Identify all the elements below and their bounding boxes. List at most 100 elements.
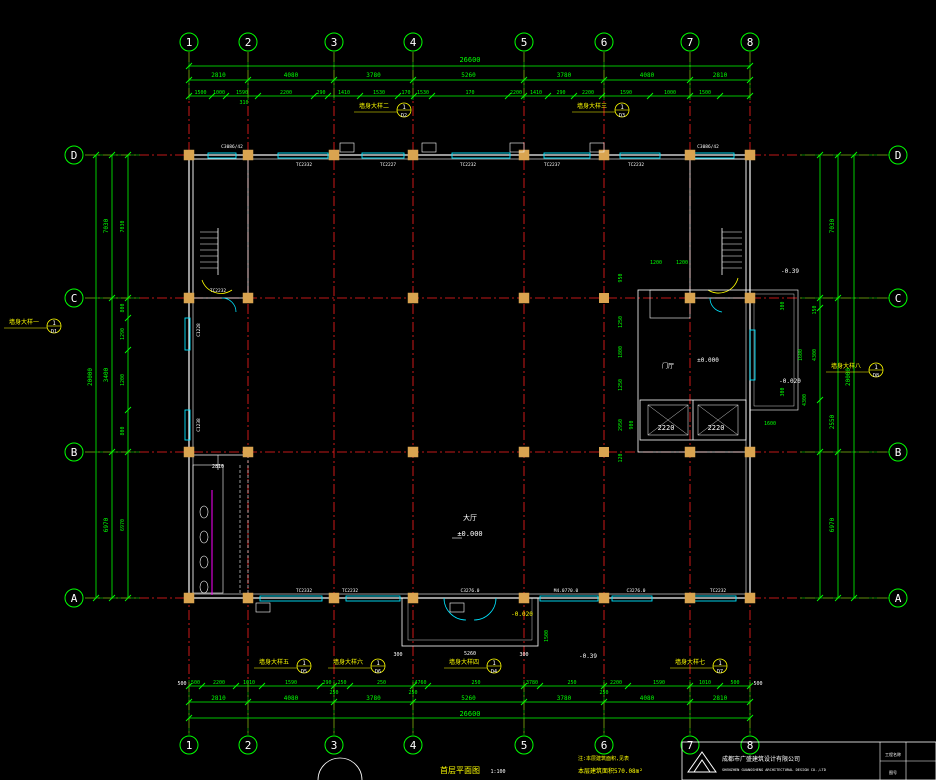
axis-bubble-top-label: 4 [410,36,417,49]
axis-bubble-bottom-circle [403,735,423,755]
column [183,446,195,458]
window [184,317,191,351]
window-code: C3276.0 [627,588,646,594]
dim-tick [254,92,262,100]
dim-text-detail: 4760 [414,680,426,686]
dim-text-detail: 7030 [120,220,126,232]
elevator-car [697,404,739,436]
dim-tick [208,92,216,100]
window-code: TC2332 [296,162,313,168]
axis-bubble-right-circle [888,145,908,165]
dim-text-detail: 250 [471,680,480,686]
dim-tick [544,92,552,100]
section-callout-sheet: D3 [619,113,625,119]
dim-tick [504,92,512,100]
column [519,447,529,457]
misc-dim: 2950 [618,419,624,431]
column [183,292,195,304]
ramp-inner [753,293,795,407]
dim-text-detail: 1000 [213,90,225,96]
axis-bubble-top-circle [680,32,700,52]
note-2: 本层建筑面积570.08m² [578,767,643,775]
axis-bubble-bottom-label: 8 [747,739,754,752]
dim-text-detail: 290 [556,90,565,96]
dim-tick [428,92,436,100]
section-callout-num: 1 [492,660,496,667]
axis-bubble-right-circle [888,288,908,308]
axis-bubble-left-label: D [71,149,78,162]
pier-box [589,142,605,153]
window-code: TC2232 [628,162,645,168]
title-field-2: 图号 [889,769,897,775]
axis-bubble-left-label: B [71,446,78,459]
axis-bubble-bottom-label: 4 [410,739,417,752]
dim-text-detail: 250 [377,680,386,686]
dim-text-bay: 5260 [461,72,476,79]
misc-dim: 1200 [650,260,662,266]
dim-text-detail: 290 [322,680,331,686]
misc-dim: 300 [393,652,402,658]
section-callout-label: 墙身大样三 [577,102,607,110]
misc-dim: 1600 [764,421,776,427]
column [744,446,756,458]
axis-bubble-top-label: 6 [601,36,608,49]
dim-text-bay: 3780 [366,695,381,702]
column [408,293,418,303]
dim-text-bay: 4080 [284,695,299,702]
misc-dim: 300 [780,387,786,396]
axis-bubble-bottom-circle [324,735,344,755]
dim-text-bay: 2810 [211,72,226,79]
pier-box [449,602,465,613]
shaft-box [649,289,691,319]
window [451,152,511,159]
axis-bubble-top-label: 2 [245,36,252,49]
dim-text-span: 3400 [103,367,110,382]
misc-dim: 1250 [618,379,624,391]
dim-text-detail: 1590 [285,680,297,686]
column [599,293,609,303]
section-callout-num: 1 [718,660,722,667]
dim-text-detail: 250 [567,680,576,686]
section-callout-num: 1 [402,104,406,111]
dim-text-detail: 250 [337,680,346,686]
dim-text-span: 6970 [829,517,836,532]
dim-text-detail: 2200 [582,90,594,96]
dim-tick [324,92,332,100]
column [744,292,756,304]
room-label-hall: 大厅 [463,513,477,522]
dim-text-detail: 1000 [664,90,676,96]
dim-text-detail: 1530 [417,90,429,96]
axis-bubble-bottom-label: 2 [245,739,252,752]
company-logo [687,751,717,773]
dim-text-small: 310 [239,100,248,106]
dim-text-detail: 290 [316,90,325,96]
dim-text-detail: 150 [812,305,818,314]
dim-text-edge: 500 [177,681,186,687]
misc-dim: 4300 [802,394,808,406]
section-callout-label: 墙身大样四 [449,658,479,666]
window-code: TC2332 [296,588,313,594]
note-1: 注:本层建筑面积,见表 [578,755,629,762]
axis-bubble-top-label: 1 [186,36,193,49]
dim-text-detail: 1010 [699,680,711,686]
dim-text-detail: 2200 [510,90,522,96]
dim-text-bay: 2810 [713,695,728,702]
window [611,595,653,602]
pier-box [509,142,525,153]
door-swing [473,597,497,621]
room-label-office: 门厅 [662,362,674,370]
dim-text-overall: 20000 [845,368,852,386]
dim-tick [124,346,132,354]
column [328,592,340,604]
window-code: C1228 [196,323,202,337]
column [684,149,696,161]
axis-bubble-right-circle [888,588,908,608]
dim-tick [624,682,632,690]
toilet-fixture [199,530,209,544]
company-logo-inner [693,759,711,773]
toilet-fixture [199,580,209,594]
level-mark: ±0.000 [697,357,719,364]
column [183,149,195,161]
